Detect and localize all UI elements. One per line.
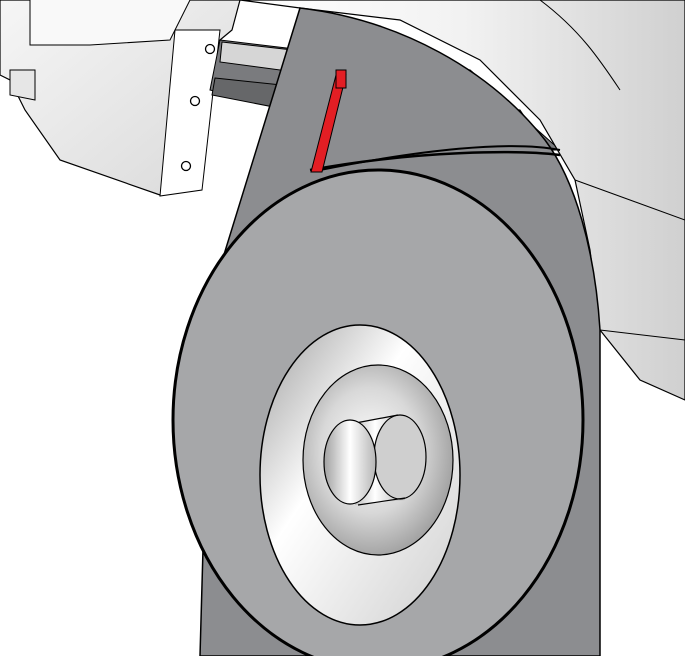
- bolt-hole: [180, 160, 192, 172]
- wheel-rim: [259, 324, 461, 626]
- bolt-hole: [204, 43, 216, 55]
- vehicle-body-right: [239, 0, 685, 401]
- vehicle-body-left: [0, 0, 241, 197]
- bolt-hole: [189, 95, 201, 107]
- center-cap: [323, 419, 377, 505]
- retaining-strap: [310, 69, 347, 173]
